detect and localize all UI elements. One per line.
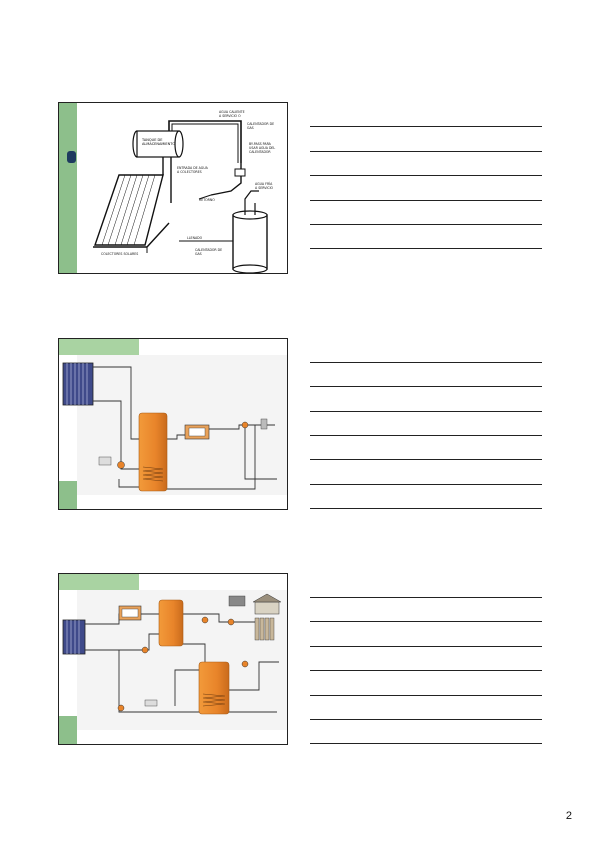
note-line (310, 175, 542, 176)
note-line (310, 126, 542, 127)
note-line (310, 459, 542, 460)
svg-text:CALENTADOR DE: CALENTADOR DE (195, 248, 222, 252)
svg-text:COLECTORES SOLARES: COLECTORES SOLARES (101, 252, 138, 256)
note-line (310, 719, 542, 720)
svg-text:ENTRADA DE AGUA: ENTRADA DE AGUA (177, 166, 209, 170)
note-line (310, 670, 542, 671)
svg-text:LLENADO: LLENADO (187, 236, 203, 240)
note-line (310, 743, 542, 744)
note-line (310, 695, 542, 696)
slide-thumbnail-2 (58, 338, 288, 510)
svg-text:A COLECTORES: A COLECTORES (177, 170, 202, 174)
note-line (310, 435, 542, 436)
note-line (310, 224, 542, 225)
note-line (310, 484, 542, 485)
svg-text:AGUA CALIENTE: AGUA CALIENTE (219, 110, 245, 114)
note-line (310, 646, 542, 647)
note-line (310, 411, 542, 412)
page-number: 2 (565, 810, 572, 822)
slide-header-tab (59, 574, 139, 590)
svg-text:RETORNO: RETORNO (199, 198, 215, 202)
slide-header-tab (59, 339, 139, 355)
note-line (310, 248, 542, 249)
svg-text:CALENTADOR: CALENTADOR (249, 150, 271, 154)
note-line (310, 621, 542, 622)
solar-system-schematic-1 (62, 355, 287, 495)
slide-accent-bar (59, 103, 77, 273)
slide-accent-bar (59, 481, 77, 509)
slide-accent-bar (59, 716, 77, 744)
note-line (310, 362, 542, 363)
svg-text:A SERVICIO: A SERVICIO (255, 186, 274, 190)
svg-text:BY-PASS PARA: BY-PASS PARA (249, 142, 272, 146)
note-line (310, 508, 542, 509)
svg-text:A SERVICIO O: A SERVICIO O (219, 114, 241, 118)
svg-text:GAS: GAS (195, 252, 202, 256)
note-line (310, 200, 542, 201)
slide-bullet-marker (67, 151, 76, 163)
note-line (310, 386, 542, 387)
svg-text:AGUA FRÍA: AGUA FRÍA (255, 181, 273, 186)
svg-text:CALENTADOR DE: CALENTADOR DE (247, 122, 274, 126)
solar-system-schematic-2 (62, 590, 287, 730)
note-line (310, 597, 542, 598)
svg-text:GAS: GAS (247, 126, 254, 130)
slide-thumbnail-3 (58, 573, 288, 745)
svg-text:USAR AGUA DEL: USAR AGUA DEL (249, 146, 275, 150)
note-line (310, 151, 542, 152)
